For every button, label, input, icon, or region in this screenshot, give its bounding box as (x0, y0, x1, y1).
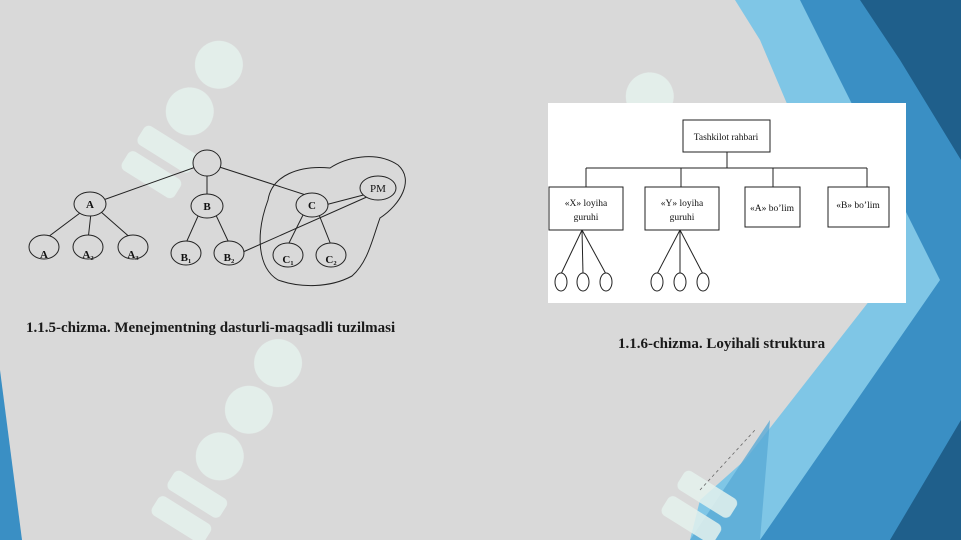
label-b2: B₂ (224, 252, 235, 264)
box-x-group (548, 186, 624, 231)
caption-right: 1.1.6-chizma. Loyihali struktura (618, 336, 826, 352)
leaf-x-1 (554, 272, 568, 292)
label-c2: C₂ (325, 254, 337, 266)
leaf-x-3 (599, 272, 613, 292)
label-a1: A (40, 249, 48, 261)
box-y-group (644, 186, 720, 231)
label-b1: B₁ (181, 252, 192, 264)
pm-group-outline (259, 156, 406, 287)
label-c: C (308, 200, 316, 212)
node-b (190, 193, 224, 219)
y-group-label-1: «Y» loyiha (661, 199, 704, 209)
label-b: B (203, 201, 211, 213)
leaf-y-1 (650, 272, 664, 292)
node-c1 (272, 242, 304, 268)
label-a: A (86, 199, 94, 211)
diagram-right: Tashkilot rahbari «X» loyiha guruhi «Y» … (548, 103, 906, 303)
node-c2 (315, 242, 347, 268)
leaf-y-2 (673, 272, 687, 292)
leader-label: Tashkilot rahbari (694, 133, 759, 143)
node-b1 (170, 240, 202, 266)
x-group-label-1: «X» loyiha (565, 199, 608, 209)
decor-blue-mid (760, 0, 961, 540)
node-top (192, 149, 222, 177)
node-b2 (213, 240, 245, 266)
x-group-label-2: guruhi (574, 213, 599, 223)
node-a (73, 191, 107, 217)
box-leader (682, 119, 771, 153)
node-a3 (117, 234, 149, 260)
node-a2 (72, 234, 104, 260)
node-c (295, 192, 329, 218)
a-dept-label: «A» bo’lim (750, 204, 795, 214)
box-b-dept (827, 186, 890, 228)
box-a-dept (744, 186, 801, 228)
label-a2: A₂ (82, 249, 94, 261)
label-pm: PM (370, 183, 386, 195)
y-group-label-2: guruhi (670, 213, 695, 223)
decor-dashed-line (699, 429, 756, 491)
leaf-y-3 (696, 272, 710, 292)
decor-left-edge (0, 370, 22, 540)
caption-left: 1.1.5-chizma. Menejmentning dasturli-maq… (26, 320, 396, 336)
decor-blue-dark (860, 0, 961, 540)
diagram-left-labels: A B C PM A A₂ A₃ B₁ B₂ C₁ C₂ (40, 183, 386, 266)
label-a3: A₃ (127, 249, 139, 261)
b-dept-label: «B» bo’lim (836, 201, 880, 211)
diagram-left (28, 149, 406, 287)
node-pm (359, 175, 397, 201)
node-a1 (28, 234, 60, 260)
leaf-x-2 (576, 272, 590, 292)
decor-blue-soft (690, 420, 770, 540)
label-c1: C₁ (282, 254, 293, 266)
